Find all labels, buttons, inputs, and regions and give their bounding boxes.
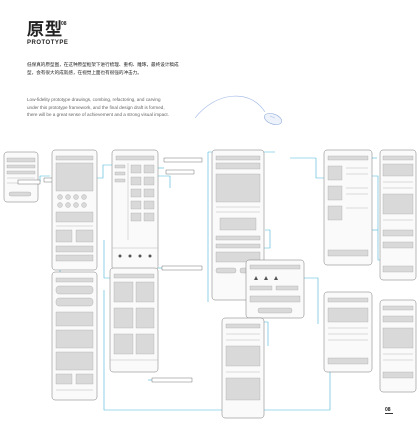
description-chinese: 低保真的原型图，在这种原型框架下进行梳理、重构、雕琢，最终设计稿成型，会有很大的… [27, 63, 179, 76]
page-number-underline [385, 413, 393, 414]
frame-product-list [109, 267, 159, 373]
mouse-icon [194, 95, 282, 125]
page-title: 原型 [27, 20, 63, 40]
description-english: Low-fidelity prototype drawings, combing… [27, 97, 169, 117]
frame-login [3, 151, 39, 203]
frame-success [379, 299, 417, 393]
frame-cart [323, 149, 373, 266]
page-subtitle: PROTOTYPE [27, 40, 69, 46]
frame-payment [323, 291, 373, 373]
note-labels-category [163, 157, 203, 175]
frame-order [379, 149, 417, 281]
frame-comments [221, 317, 265, 419]
section-number: 08 [61, 21, 67, 27]
page-number: 08 [385, 407, 391, 413]
note-labels-product [151, 265, 203, 383]
frame-home-scroll [51, 271, 98, 401]
frame-spec-popup [245, 259, 305, 319]
frame-category [111, 149, 159, 271]
frame-home [51, 149, 98, 271]
